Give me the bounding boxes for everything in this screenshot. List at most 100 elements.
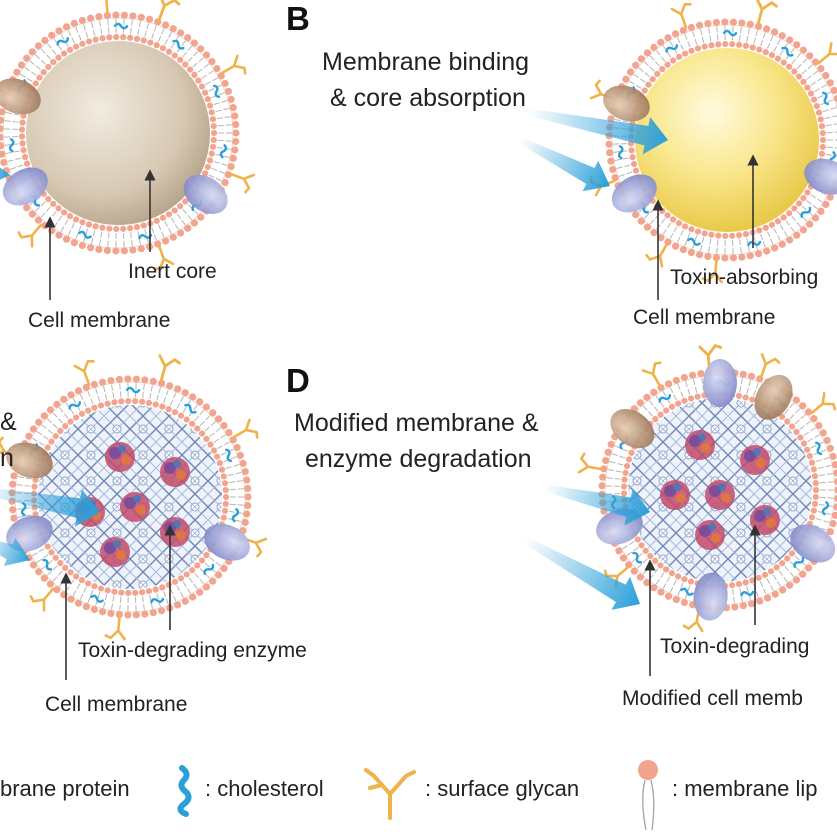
lipid-head (815, 421, 823, 430)
cholesterol-icon (658, 394, 672, 403)
lipid-head (86, 14, 95, 22)
membrane-protein-purple-icon (2, 167, 48, 206)
lipid-head (788, 423, 796, 430)
panel-b-particle (589, 0, 837, 284)
cholesterol-icon (231, 508, 240, 523)
panel-d-title-line1: Modified membrane & (294, 409, 539, 437)
lipid-head (85, 221, 93, 228)
panel-c-arrow-2 (0, 537, 30, 566)
lipid-head (213, 64, 221, 73)
lipid-head (642, 547, 649, 554)
lipid-head (149, 609, 157, 617)
lipid-head (229, 436, 237, 444)
lipid-head (659, 66, 666, 73)
lipid-head (687, 578, 695, 585)
lipid-head (55, 27, 63, 35)
lipid-head (18, 126, 26, 133)
lipid-head (749, 44, 756, 51)
lipid-head (82, 603, 90, 611)
lipid-head (681, 576, 688, 583)
panel-c-arrow-1 (0, 486, 100, 527)
lipid-head (208, 109, 215, 116)
lipid-head (74, 599, 83, 607)
lipid-head (147, 39, 154, 46)
lipid-head (127, 34, 134, 41)
lipid-head (10, 472, 18, 480)
lipid-head (149, 377, 157, 385)
legend-lipid-label: : membrane lip (672, 776, 818, 801)
lipid-head (630, 567, 638, 575)
lipid-head (0, 116, 5, 124)
lipid-head (792, 396, 800, 404)
lipid-head (811, 58, 820, 66)
legend-cholesterol-icon (177, 765, 192, 817)
lipid-head (632, 61, 640, 69)
lipid-head (742, 579, 749, 586)
panel-d-arrow-1 (544, 484, 651, 526)
lipid-head (177, 229, 185, 237)
lipid-head (833, 94, 837, 102)
lipid-head (819, 136, 827, 144)
lipid-head (768, 52, 776, 59)
lipid-head (721, 254, 729, 262)
lipid-head (140, 222, 147, 229)
lipid-head (806, 220, 814, 228)
lipid-head (652, 416, 659, 423)
lipid-head (664, 61, 671, 68)
lipid-head (194, 425, 201, 432)
lipid-head (815, 109, 823, 116)
surface-glycan-icon (670, 2, 692, 29)
lipid-head (40, 69, 47, 76)
lipid-head (28, 48, 36, 56)
cholesterol-icon (687, 237, 701, 246)
lipid-head (50, 59, 57, 66)
lipid-head (207, 441, 214, 448)
lipid-head (203, 551, 210, 559)
cholesterol-icon (781, 46, 794, 57)
surface-glycan-icon (645, 242, 669, 268)
panel-d-letter: D (286, 362, 310, 399)
lipid-head (834, 477, 837, 486)
lipid-head (214, 453, 221, 460)
enzyme-cluster-icon (660, 480, 690, 510)
lipid-head (191, 71, 198, 79)
surface-glycan-icon (157, 0, 181, 22)
lipid-head (712, 253, 720, 262)
surface-glycan-icon (682, 606, 704, 633)
lipid-head (194, 562, 201, 569)
lipid-head (73, 43, 80, 50)
lipid-head (52, 433, 59, 440)
lipid-head (107, 609, 115, 618)
lipid-head (120, 225, 127, 232)
lipid-head (220, 564, 228, 573)
cholesterol-icon (632, 551, 643, 564)
cholesterol-icon (793, 556, 805, 568)
lipid-head (165, 48, 173, 55)
lipid-head (29, 561, 38, 569)
cholesterol-icon (203, 563, 215, 575)
cholesterol-icon (665, 44, 679, 53)
enzyme-cluster-icon (120, 492, 150, 522)
lipid-head (74, 387, 83, 395)
lipid-head (82, 383, 90, 391)
lipid-head (23, 160, 31, 167)
lipid-head (139, 398, 146, 405)
panel-c-enzyme-label: Toxin-degrading enzyme (78, 639, 307, 662)
lipid-head (682, 223, 689, 230)
cholesterol-icon (740, 590, 755, 597)
lipid-head (664, 592, 673, 600)
lipid-head (810, 414, 818, 423)
lipid-head (45, 195, 52, 203)
lipid-head (220, 514, 227, 521)
lipid-head (210, 122, 217, 130)
lipid-head (833, 469, 837, 477)
lipid-head (826, 444, 834, 452)
lipid-head (35, 568, 43, 576)
lipid-head (132, 611, 140, 619)
lipid-head (715, 41, 722, 48)
lipid-head (57, 427, 64, 435)
lipid-head (622, 75, 630, 83)
lipid-head (241, 518, 249, 526)
lipid-head (29, 425, 38, 433)
lipid-head (756, 597, 764, 605)
